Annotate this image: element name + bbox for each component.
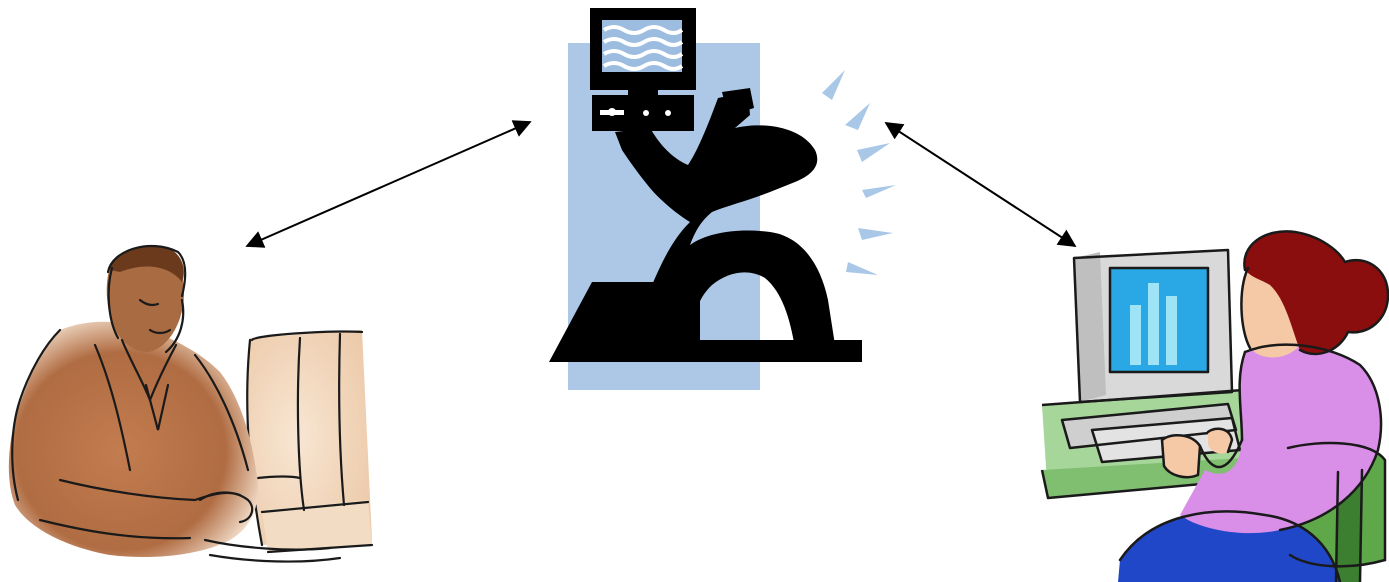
connector-right: [886, 123, 1075, 246]
signal-rays: [822, 70, 896, 275]
connector-left: [247, 122, 530, 246]
server-carrying-figure-icon: [549, 8, 896, 390]
woman-at-computer-icon: [1042, 231, 1388, 582]
man-at-computer-icon: [9, 246, 372, 562]
